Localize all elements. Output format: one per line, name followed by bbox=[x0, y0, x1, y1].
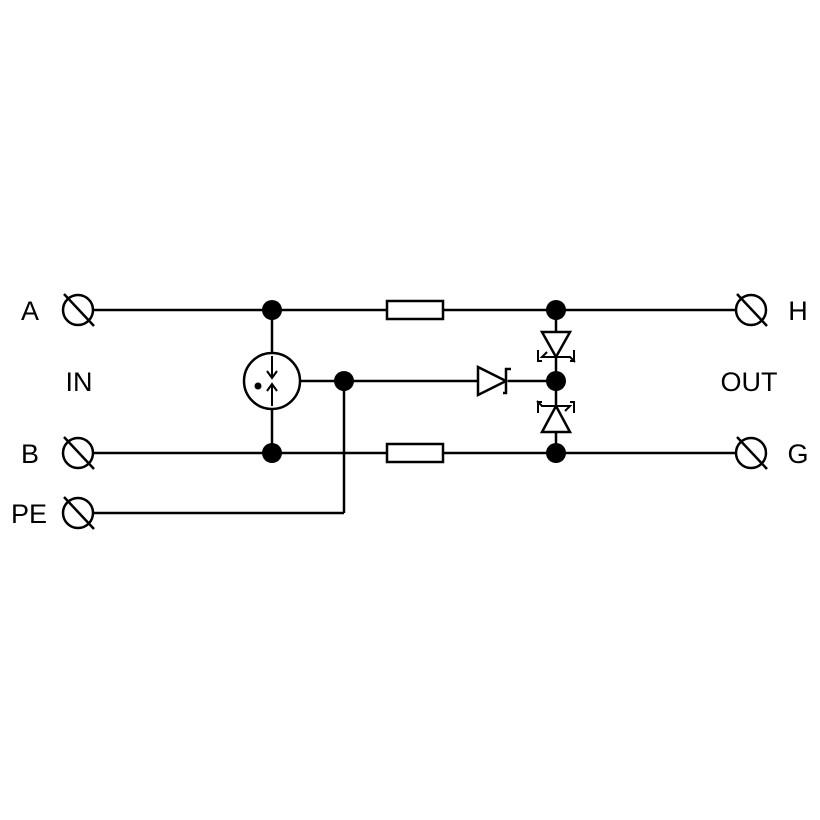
resistor-bottom bbox=[385, 442, 445, 464]
tvs-diode-upper bbox=[537, 330, 576, 363]
junction-dot bbox=[262, 300, 282, 320]
suppressor-diode-horizontal bbox=[476, 364, 511, 398]
junction-dot bbox=[334, 371, 354, 391]
resistor-top bbox=[385, 299, 445, 321]
gas-discharge-tube bbox=[242, 351, 302, 411]
terminal-g-icon bbox=[734, 436, 768, 470]
label-a: A bbox=[21, 296, 39, 326]
junction-dots bbox=[262, 300, 566, 463]
terminal-a-icon bbox=[61, 293, 95, 327]
label-b: B bbox=[21, 439, 39, 469]
label-in: IN bbox=[66, 367, 93, 397]
terminal-pe-icon bbox=[61, 496, 95, 530]
label-pe: PE bbox=[11, 499, 47, 529]
wires bbox=[94, 308, 736, 515]
terminal-h-icon bbox=[734, 293, 768, 327]
junction-dot bbox=[546, 300, 566, 320]
tvs-diode-lower bbox=[536, 400, 575, 434]
label-h: H bbox=[788, 296, 808, 326]
junction-dot bbox=[546, 371, 566, 391]
junction-dot bbox=[546, 443, 566, 463]
label-out: OUT bbox=[721, 367, 778, 397]
terminal-b-icon bbox=[61, 436, 95, 470]
label-g: G bbox=[787, 439, 808, 469]
junction-dot bbox=[262, 443, 282, 463]
